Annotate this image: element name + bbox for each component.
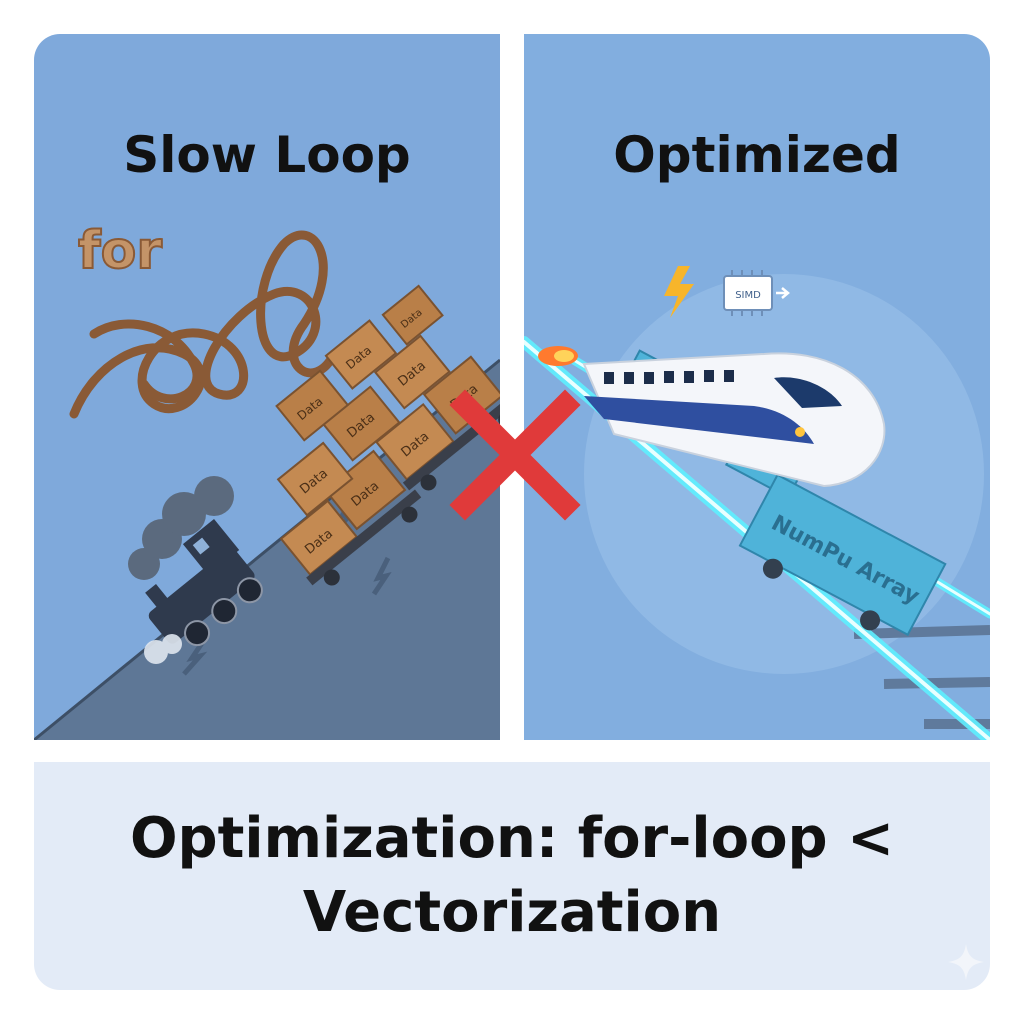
left-illustration: for Data Data Data (34, 220, 500, 740)
data-box (373, 334, 451, 410)
caption-line-2: Vectorization (302, 880, 722, 945)
data-boxes: Data Data Data Data Data Data Data Data … (275, 284, 500, 586)
smoke-plume (128, 476, 234, 580)
caption-line-1: Optimization: for-loop < (129, 806, 895, 871)
rope-loop-icon (69, 230, 339, 419)
data-box (275, 369, 350, 442)
data-box (381, 284, 444, 346)
left-panel-title: Slow Loop (123, 126, 411, 184)
left-panel: for Data Data Data (34, 34, 500, 740)
data-box (276, 441, 354, 517)
bullet-train-icon (582, 352, 886, 488)
sparkle-icon (948, 944, 984, 980)
data-box (324, 319, 398, 390)
data-box (323, 449, 407, 531)
right-panel-title: Optimized (613, 126, 901, 184)
simd-chip-icon: SIMD (723, 270, 790, 316)
thruster-flame (538, 346, 578, 366)
numpy-array-car (738, 473, 947, 637)
for-keyword: for (78, 221, 162, 281)
right-illustration: NumPu Array (524, 266, 990, 740)
chip-label: SIMD (735, 290, 761, 301)
right-panel: NumPu Array (524, 34, 990, 740)
steam-locomotive-icon (145, 518, 263, 647)
red-cross-icon (449, 389, 581, 521)
dust-puff (144, 634, 182, 664)
caption-box: Optimization: for-loop < Vectorization (34, 762, 990, 990)
lightning-icon (664, 266, 694, 318)
cart-base (306, 489, 422, 586)
